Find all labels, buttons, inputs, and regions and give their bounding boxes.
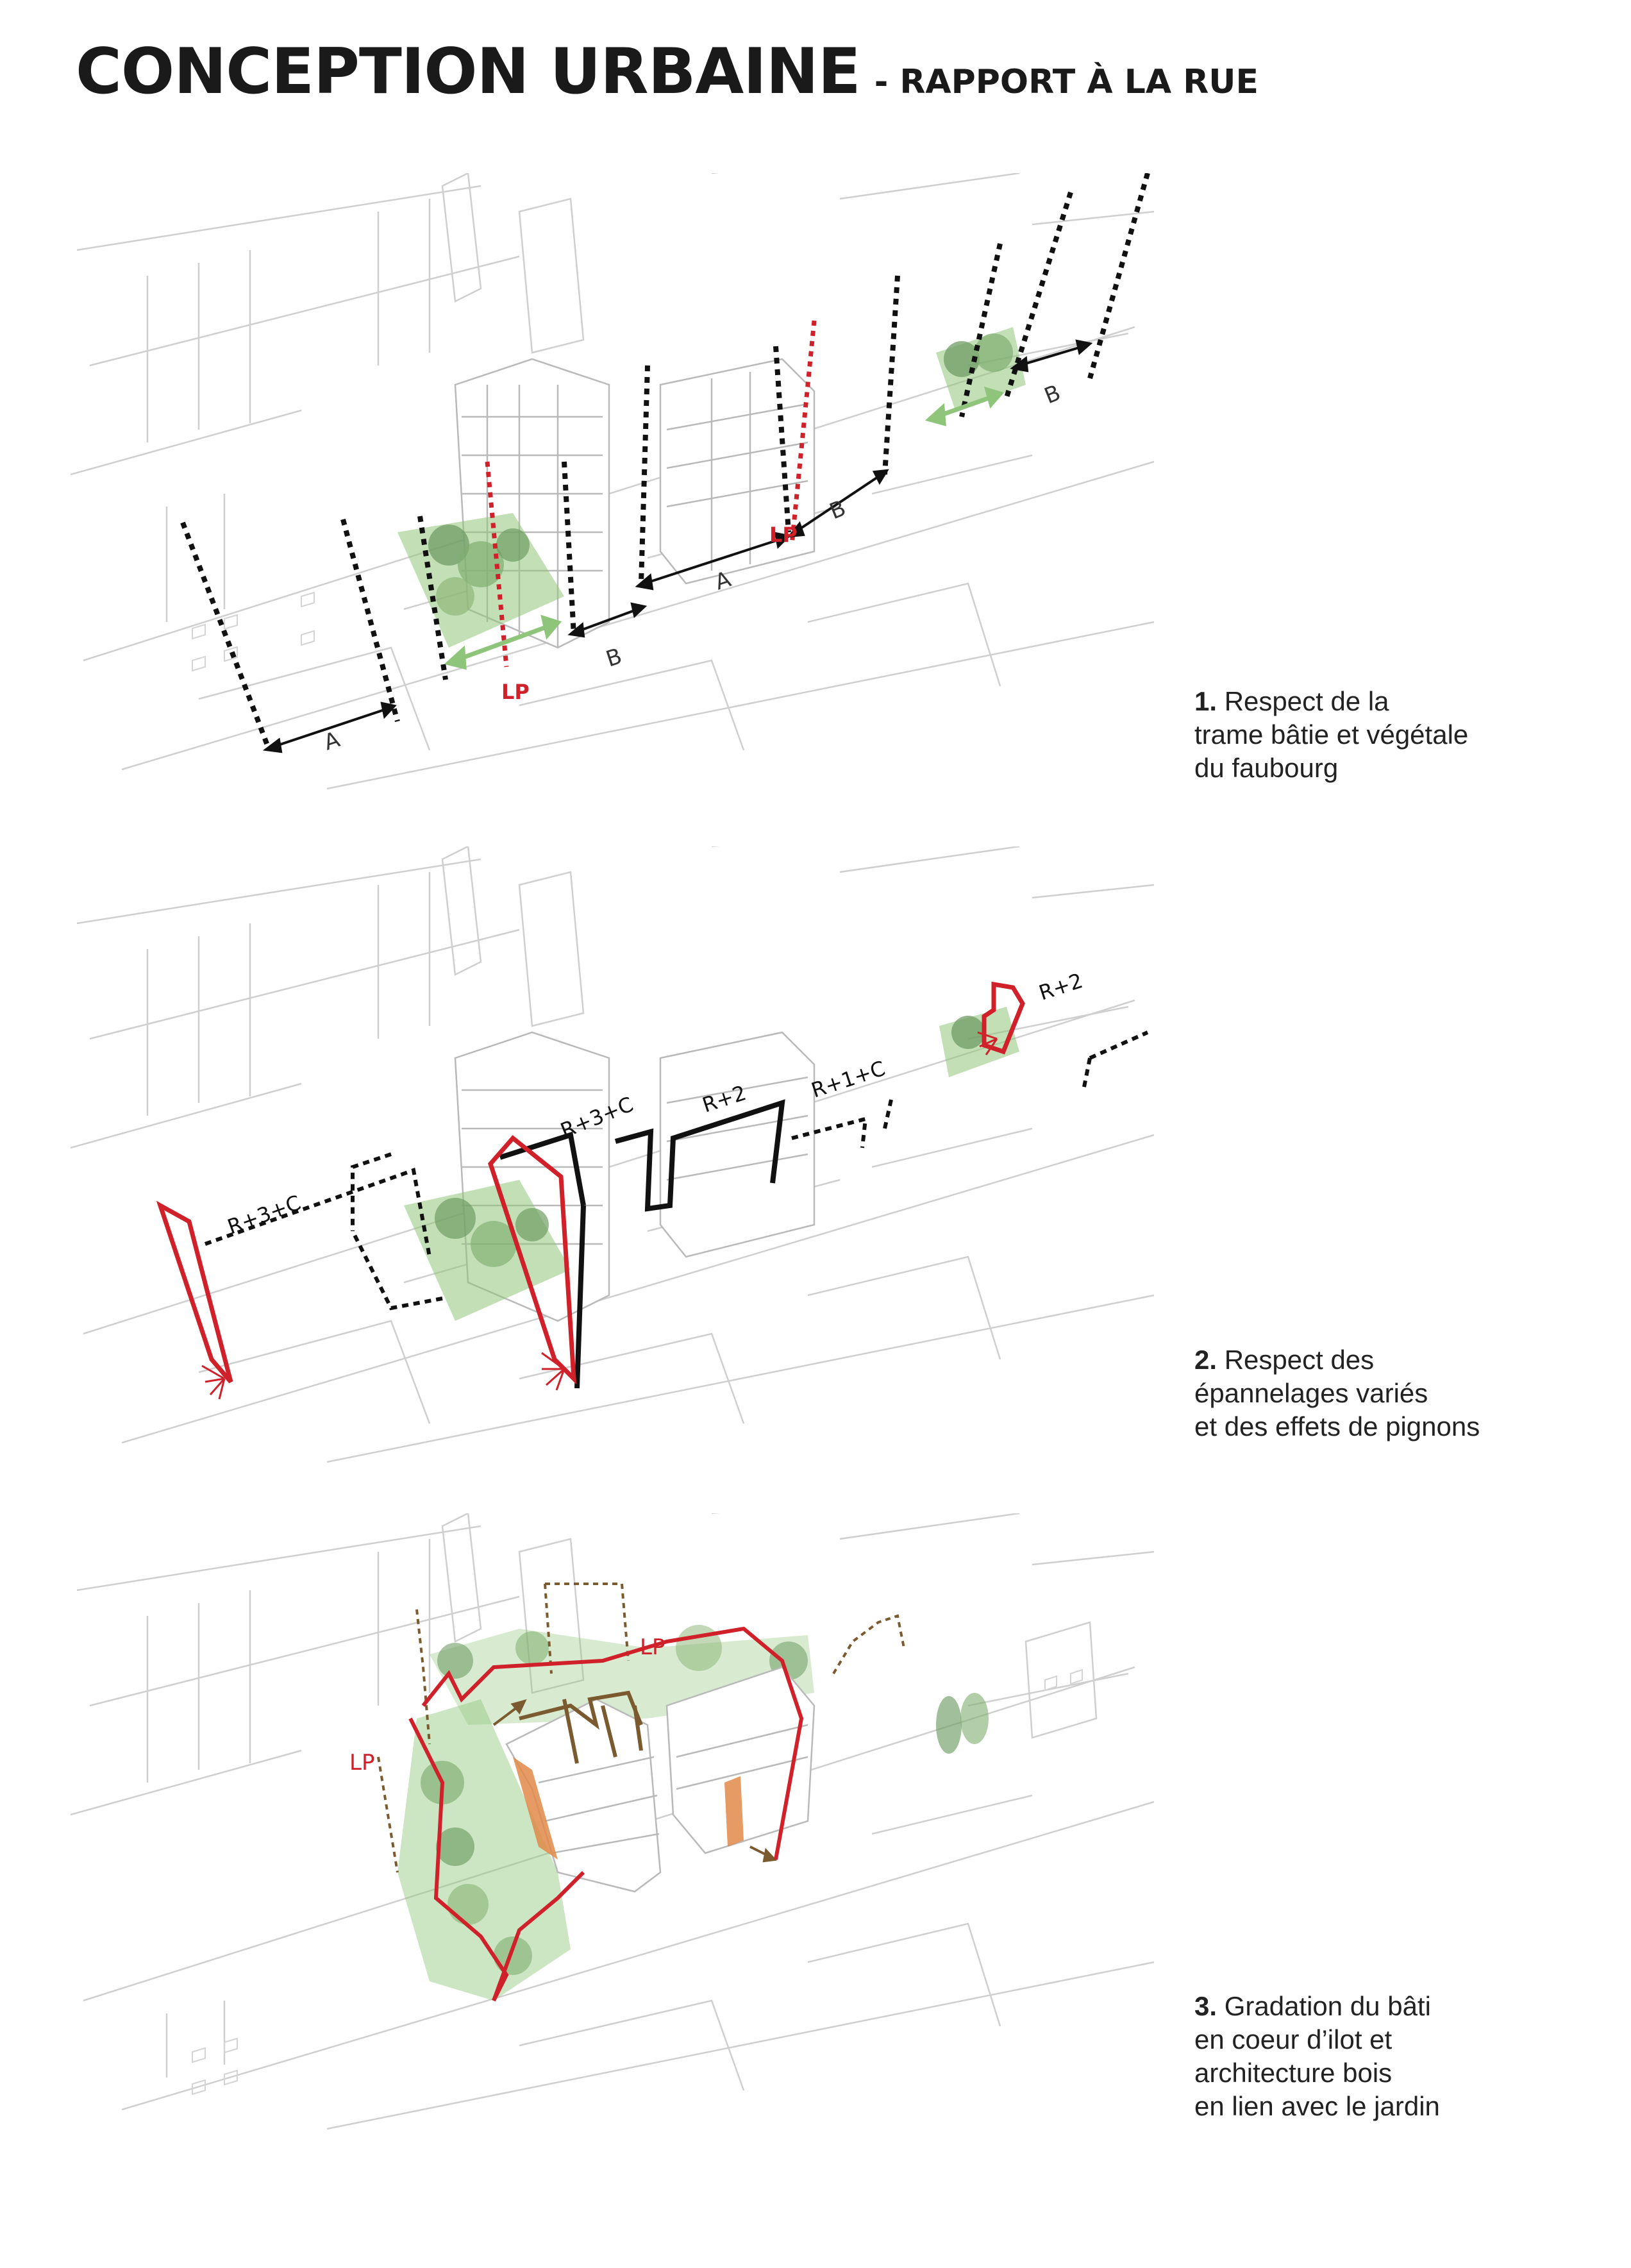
diagram-panel-3: LP LP	[71, 1513, 1155, 2130]
dimension-arrows	[262, 339, 1093, 753]
building-block-2	[659, 1031, 816, 1258]
diagram-panel-1: A B A B B LP LP	[71, 173, 1155, 790]
caption-2: 2. Respect des épannelages variés et des…	[1194, 1343, 1480, 1443]
gable-sun-rays	[201, 1031, 998, 1400]
panel-3-lp-labels: LP LP	[349, 1634, 665, 1776]
base-axonometry	[71, 1513, 1155, 2130]
panel-1-lp-labels: LP LP	[501, 523, 798, 704]
caption-2-number: 2.	[1194, 1345, 1217, 1375]
caption-2-line-1: Respect des	[1224, 1345, 1375, 1375]
vegetation-2	[936, 327, 1026, 410]
windows-facade	[192, 591, 315, 672]
caption-2-line-2: épannelages variés	[1194, 1378, 1428, 1408]
skyline-solid	[499, 1099, 785, 1389]
brown-dashed	[377, 1583, 905, 1873]
gable-outlines	[156, 981, 1025, 1385]
green-arrows	[444, 386, 1005, 670]
lp-boundaries	[408, 1626, 804, 2002]
label-h1: R+3+C	[224, 1190, 304, 1239]
vegetation-1	[397, 513, 564, 648]
building-block-2	[665, 1666, 816, 1854]
label-a1: A	[321, 727, 342, 755]
base-axonometry	[71, 173, 1155, 790]
label-h5: R+2	[1036, 968, 1086, 1005]
skyline-dashed	[204, 1030, 1149, 1311]
caption-1: 1. Respect de la trame bâtie et végétale…	[1194, 685, 1468, 785]
caption-1-number: 1.	[1194, 686, 1217, 716]
vegetation-2	[939, 1007, 1019, 1077]
page-title: CONCEPTION URBAINE - RAPPORT À LA RUE	[76, 35, 1259, 108]
wood-facades	[513, 1757, 744, 1860]
caption-3-number: 3.	[1194, 1991, 1217, 2021]
windows-facade	[192, 1668, 1083, 2096]
lp-lines	[485, 320, 817, 668]
caption-1-line-2: trame bâtie et végétale	[1194, 719, 1469, 750]
caption-1-line-1: Respect de la	[1224, 686, 1389, 716]
caption-3: 3. Gradation du bâti en coeur d’ilot et …	[1194, 1990, 1440, 2123]
building-block-2	[659, 358, 816, 585]
label-h4: R+1+C	[808, 1056, 889, 1103]
frontage-lines	[180, 173, 1150, 752]
caption-2-line-3: et des effets de pignons	[1194, 1411, 1480, 1441]
title-subtitle: - RAPPORT À LA RUE	[874, 63, 1259, 101]
label-b1: B	[603, 643, 625, 672]
caption-3-line-2: en coeur d’ilot et	[1194, 2024, 1393, 2054]
caption-3-line-3: architecture bois	[1194, 2058, 1393, 2088]
label-lp1: LP	[501, 680, 530, 704]
brown-arrows	[492, 1699, 778, 1863]
caption-3-line-1: Gradation du bâti	[1224, 1991, 1431, 2021]
label-b3: B	[1041, 380, 1064, 410]
diagram-panel-2: R+3+C R+3+C R+2 R+1+C R+2	[71, 846, 1155, 1463]
caption-1-line-3: du faubourg	[1194, 753, 1339, 783]
caption-3-line-4: en lien avec le jardin	[1194, 2091, 1440, 2121]
label-lp2: LP	[640, 1634, 665, 1660]
label-lp1: LP	[349, 1750, 374, 1776]
title-main: CONCEPTION URBAINE	[76, 35, 861, 108]
label-lp2: LP	[769, 523, 798, 547]
base-axonometry	[71, 846, 1155, 1463]
brown-structure	[519, 1690, 643, 1764]
